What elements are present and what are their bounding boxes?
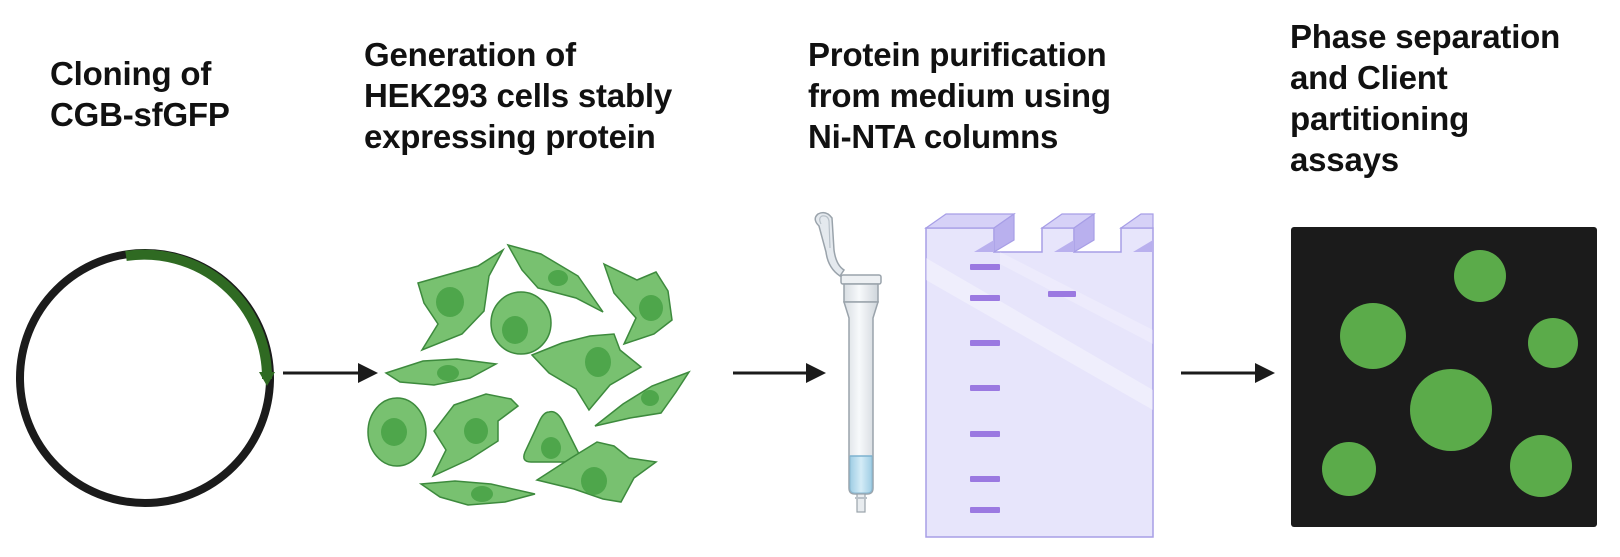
step-2-title: Generation of HEK293 cells stably expres… bbox=[364, 34, 672, 157]
step-4-title-line: partitioning bbox=[1290, 100, 1470, 137]
cell bbox=[367, 397, 427, 467]
droplets-panel-icon bbox=[1291, 227, 1597, 527]
cell bbox=[384, 358, 499, 386]
droplet bbox=[1454, 250, 1506, 302]
cell bbox=[530, 333, 643, 412]
arrow-right-icon bbox=[733, 363, 826, 383]
arrow-right-icon bbox=[283, 363, 378, 383]
cell bbox=[417, 247, 506, 352]
step-4-title-line: Phase separation bbox=[1290, 18, 1561, 55]
cell bbox=[506, 243, 604, 313]
spin-column-icon bbox=[814, 211, 882, 513]
cell bbox=[594, 370, 691, 427]
droplet bbox=[1528, 318, 1578, 368]
step-2-title-line: HEK293 cells stably bbox=[364, 77, 673, 114]
step-1-title: Cloning of CGB-sfGFP bbox=[50, 53, 230, 135]
arrow-right-icon bbox=[1181, 363, 1275, 383]
step-3-title-line: Ni-NTA columns bbox=[808, 118, 1059, 155]
step-1-title-line: CGB-sfGFP bbox=[50, 96, 230, 133]
droplet bbox=[1322, 442, 1376, 496]
step-3-title-line: from medium using bbox=[808, 77, 1111, 114]
hek293-cells-icon bbox=[367, 243, 691, 506]
step-4-title-line: and Client bbox=[1290, 59, 1448, 96]
cell bbox=[418, 480, 536, 506]
gel-band-sample bbox=[1048, 291, 1076, 297]
step-4-title-line: assays bbox=[1290, 141, 1399, 178]
droplet bbox=[1410, 369, 1492, 451]
cell bbox=[602, 262, 673, 346]
step-3-title: Protein purification from medium using N… bbox=[808, 34, 1111, 157]
step-1-title-line: Cloning of bbox=[50, 55, 212, 92]
cell bbox=[431, 393, 520, 478]
step-3-title-line: Protein purification bbox=[808, 36, 1107, 73]
cell bbox=[523, 410, 581, 463]
step-2-title-line: expressing protein bbox=[364, 118, 656, 155]
droplet bbox=[1340, 303, 1406, 369]
step-4-title: Phase separation and Client partitioning… bbox=[1290, 16, 1560, 180]
droplet bbox=[1510, 435, 1572, 497]
cell bbox=[535, 441, 658, 503]
gel-band-ladder bbox=[970, 264, 1000, 513]
plasmid-icon bbox=[16, 249, 275, 507]
step-2-title-line: Generation of bbox=[364, 36, 576, 73]
sds-page-gel-icon bbox=[924, 212, 1154, 538]
cell bbox=[490, 291, 552, 355]
